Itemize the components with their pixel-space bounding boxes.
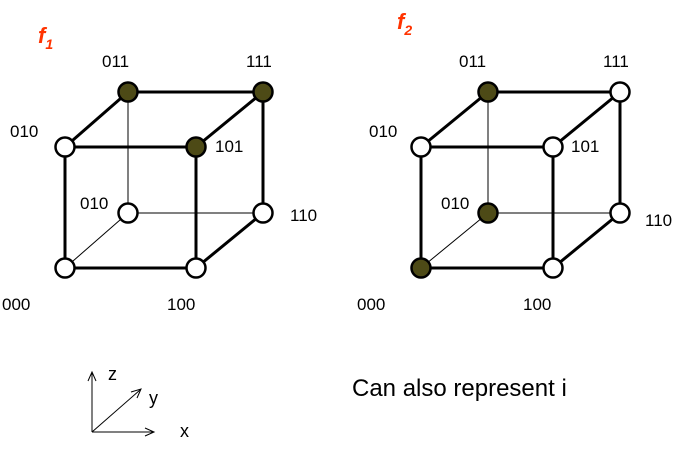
y-axis-arrowhead	[130, 388, 142, 399]
cube-f1-vertex-010-back	[117, 202, 139, 224]
x-axis-label: x	[180, 421, 189, 441]
cube-f1-vertex-110	[252, 202, 274, 224]
cube-f1-label-111: 111	[246, 52, 272, 71]
cube-f1-vertex-100	[185, 257, 207, 279]
cube-f2-label-111: 111	[603, 52, 629, 71]
cube-f2-vertex-110	[609, 202, 631, 224]
cube-f2-edge	[420, 90, 489, 149]
cube-f2-vertex-101	[542, 136, 564, 158]
cube-f2: f2 011 111 010 101 010 110 000 100	[357, 9, 672, 314]
cube-f1-label-101: 101	[215, 137, 243, 156]
cube-f1-label-000: 000	[2, 295, 30, 314]
cube-f1-label-011: 011	[102, 52, 129, 71]
cube-f1-edge	[195, 90, 264, 149]
cube-f2-label-110: 110	[645, 211, 672, 230]
cube-f2-edge	[552, 90, 621, 149]
cube-f1-edge	[64, 90, 129, 149]
cube-f1-vertex-000	[54, 257, 76, 279]
cube-f2-label-101: 101	[571, 137, 599, 156]
cube-f1-vertex-010-front	[54, 136, 76, 158]
cube-f2-label-000: 000	[357, 295, 385, 314]
cube-f2-vertex-011	[477, 81, 499, 103]
cube-f1-function-name: f1	[38, 23, 53, 52]
cube-f2-edge	[420, 212, 489, 269]
cube-f2-edge	[552, 211, 621, 270]
cube-f2-vertex-100	[542, 257, 564, 279]
cube-f1-edge	[195, 211, 264, 270]
cube-f1-vertex-111	[252, 81, 274, 103]
cube-f2-vertex-111	[609, 81, 631, 103]
cube-f2-label-011: 011	[459, 52, 486, 71]
cube-f2-label-100: 100	[523, 295, 551, 314]
x-axis-arrowhead	[144, 427, 156, 437]
cube-f2-label-010-front: 010	[369, 122, 397, 141]
cube-f2-function-name: f2	[397, 9, 412, 38]
z-axis-label: z	[108, 364, 117, 384]
cube-f2-vertex-010-front	[410, 136, 432, 158]
cube-f1-vertex-101	[185, 136, 207, 158]
y-axis-label: y	[149, 388, 158, 408]
y-axis-line	[91, 389, 141, 433]
cube-f2-vertex-000	[410, 257, 432, 279]
axis-legend: z y x	[87, 364, 189, 441]
cube-f2-vertex-010-back	[477, 202, 499, 224]
cube-f1-label-010-front: 010	[10, 122, 38, 141]
cube-f1-label-100: 100	[167, 295, 195, 314]
cube-f1: f1 011 111 010 101 010 110 000 100	[2, 23, 317, 314]
cube-f1-label-010-back: 010	[80, 194, 108, 213]
cube-f1-vertex-011	[117, 81, 139, 103]
cube-f1-label-110: 110	[290, 206, 317, 225]
cube-f1-edge	[64, 212, 129, 269]
caption-text: Can also represent i	[352, 375, 567, 402]
z-axis-arrowhead	[87, 370, 97, 382]
cube-f2-label-010-back: 010	[441, 194, 469, 213]
